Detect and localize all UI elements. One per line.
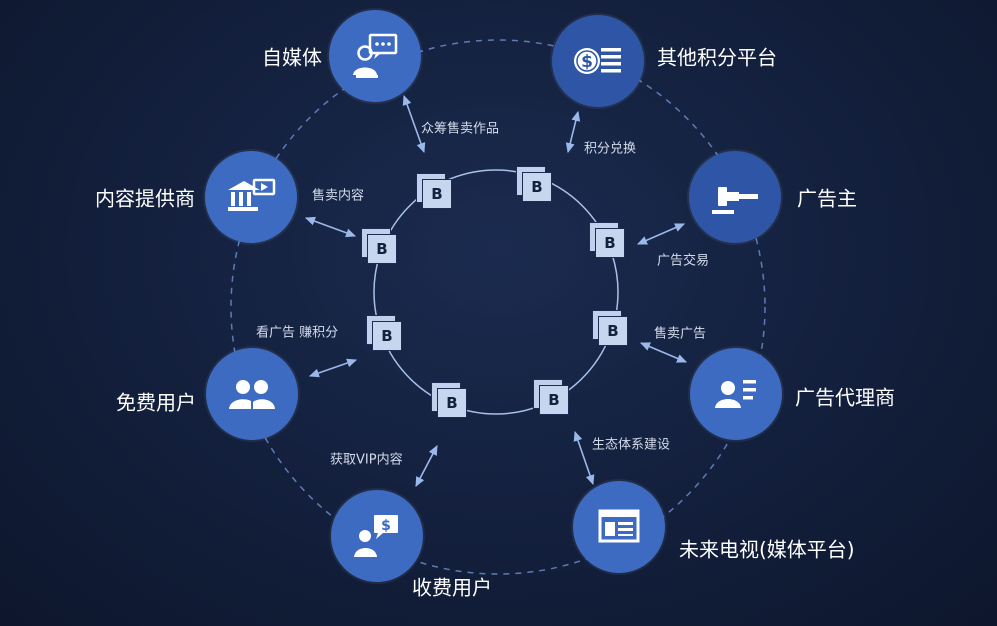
- node-ad-agency: [690, 348, 782, 440]
- label-other-points: 其他积分平台: [657, 45, 777, 70]
- arrow-future-tv: [573, 430, 595, 486]
- edge-label-vip-content: 获取VIP内容: [330, 452, 403, 468]
- blockchain-block: B: [592, 310, 628, 346]
- label-content-provider: 内容提供商: [95, 186, 195, 211]
- blockchain-block: B: [533, 379, 569, 415]
- blockchain-block: B: [431, 382, 467, 418]
- node-free-user: [206, 348, 298, 440]
- label-future-tv: 未来电视(媒体平台): [679, 537, 855, 562]
- node-advertiser: [689, 151, 781, 243]
- edge-label-crowdfunding: 众筹售卖作品: [421, 121, 500, 137]
- outer-dashed-ring: [230, 39, 766, 575]
- blockchain-block: B: [366, 315, 402, 351]
- edge-label-watch-ads: 看广告 赚积分: [256, 325, 339, 341]
- label-free-user: 免费用户: [116, 390, 196, 415]
- arrow-free-user: [308, 358, 358, 378]
- edge-label-ad-trading: 广告交易: [657, 253, 710, 269]
- svg-text:$: $: [581, 52, 593, 72]
- label-advertiser: 广告主: [797, 186, 857, 211]
- bank-video-icon: [228, 178, 276, 211]
- label-ad-agency: 广告代理商: [795, 385, 895, 410]
- blockchain-block: B: [416, 173, 452, 209]
- gavel-icon: [712, 187, 758, 214]
- user-payment-icon: $: [354, 515, 398, 557]
- browser-window-icon: [598, 509, 640, 543]
- arrow-other-points: [565, 110, 581, 154]
- node-other-points: $: [552, 15, 644, 107]
- dollar-coin-icon: $: [574, 48, 621, 74]
- user-group-icon: [229, 380, 275, 409]
- arrow-paid-user: [415, 445, 438, 487]
- edge-label-ecosystem: 生态体系建设: [592, 437, 671, 453]
- edge-label-sell-ads: 售卖广告: [654, 326, 707, 342]
- label-self-media: 自媒体: [262, 45, 322, 70]
- arrow-ad-agency: [639, 342, 688, 363]
- node-self-media: [329, 10, 421, 102]
- blockchain-block: B: [589, 222, 625, 258]
- label-paid-user: 收费用户: [412, 575, 492, 600]
- arrow-advertiser: [636, 223, 686, 245]
- inner-blockchain-ring: [373, 169, 619, 415]
- node-future-tv: [573, 481, 665, 573]
- contact-card-icon: [715, 380, 756, 408]
- arrow-self-media: [402, 94, 426, 154]
- edge-label-sell-content: 售卖内容: [312, 188, 365, 204]
- blockchain-block: B: [516, 166, 552, 202]
- arrow-content-provider: [304, 216, 357, 238]
- svg-text:$: $: [381, 518, 391, 534]
- presenter-chat-icon: [353, 33, 398, 78]
- edge-label-points-exchange: 积分兑换: [584, 141, 637, 157]
- node-paid-user: $: [331, 490, 423, 582]
- blockchain-block: B: [361, 228, 397, 264]
- node-content-provider: [205, 151, 297, 243]
